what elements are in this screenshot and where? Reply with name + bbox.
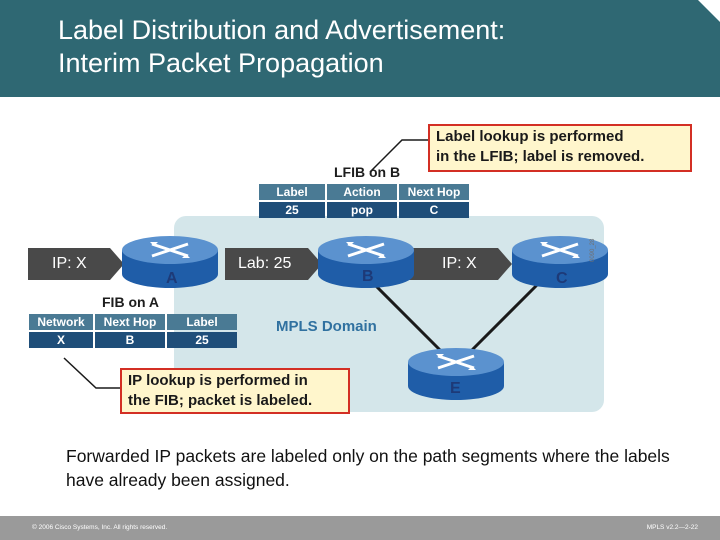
course-id: MPLS v2.2—2-22 [646,524,698,531]
lfib-cell: C [399,202,469,218]
fib-callout-line-2: the FIB; packet is labeled. [128,392,313,409]
lfib-data-row: 25 pop C [259,202,469,218]
fib-callout-line-1: IP lookup is performed in [128,372,308,389]
link-c-e [470,280,542,352]
ingress-packet-label: IP: X [52,255,87,272]
router-icon [122,236,218,288]
fib-caption: FIB on A [102,294,160,310]
fib-callout-pointer [63,357,120,389]
lfib-header-cell: Action [327,184,397,200]
bc-packet-label: IP: X [442,255,477,272]
figure-id: 0090_28 [590,238,596,262]
corner-notch [698,0,720,22]
lfib-cell: 25 [259,202,325,218]
title-bar: Label Distribution and Advertisement: In… [0,0,720,97]
router-icon [512,236,608,288]
router-a[interactable] [120,232,220,292]
fib-cell: B [95,332,165,348]
lfib-caption: LFIB on B [334,164,401,180]
bc-packet-arrow [402,248,512,280]
link-b-e [370,280,442,352]
slide-caption: Forwarded IP packets are labeled only on… [66,446,670,490]
router-icon [408,348,504,400]
copyright-text: © 2006 Cisco Systems, Inc. All rights re… [32,524,168,531]
lfib-header-row: Label Action Next Hop [259,184,469,200]
fib-header-cell: Label [167,314,237,330]
lfib-callout-line-1: Label lookup is performed [436,128,624,145]
fib-cell: X [29,332,93,348]
ab-packet-arrow [225,248,322,280]
lfib-cell: pop [327,202,397,218]
lfib-callout-pointer [369,139,428,173]
slide-title: Label Distribution and Advertisement: In… [58,14,505,80]
router-b[interactable] [316,232,416,292]
lfib-header-cell: Label [259,184,325,200]
title-line-1: Label Distribution and Advertisement: [58,15,506,45]
lfib-callout: Label lookup is performed in the LFIB; l… [428,124,692,172]
footer-bar: © 2006 Cisco Systems, Inc. All rights re… [0,516,720,540]
ingress-packet-arrow [28,248,124,280]
router-c-label: C [556,270,568,287]
title-line-2: Interim Packet Propagation [58,48,384,78]
fib-header-cell: Network [29,314,93,330]
fib-header-row: Network Next Hop Label [29,314,237,330]
fib-callout: IP lookup is performed in the FIB; packe… [120,368,350,414]
router-b-label: B [362,268,374,285]
ab-packet-label: Lab: 25 [238,255,292,272]
router-a-label: A [166,270,178,287]
fib-data-row: X B 25 [29,332,237,348]
lfib-table: Label Action Next Hop 25 pop C [257,182,471,220]
fib-cell: 25 [167,332,237,348]
router-e[interactable] [406,344,506,404]
router-c[interactable] [510,232,610,292]
lfib-callout-line-2: in the LFIB; label is removed. [436,148,645,165]
mpls-domain-label: MPLS Domain [276,318,377,335]
router-icon [318,236,414,288]
router-e-label: E [450,380,461,397]
fib-table: Network Next Hop Label X B 25 [27,312,239,350]
lfib-header-cell: Next Hop [399,184,469,200]
fib-header-cell: Next Hop [95,314,165,330]
